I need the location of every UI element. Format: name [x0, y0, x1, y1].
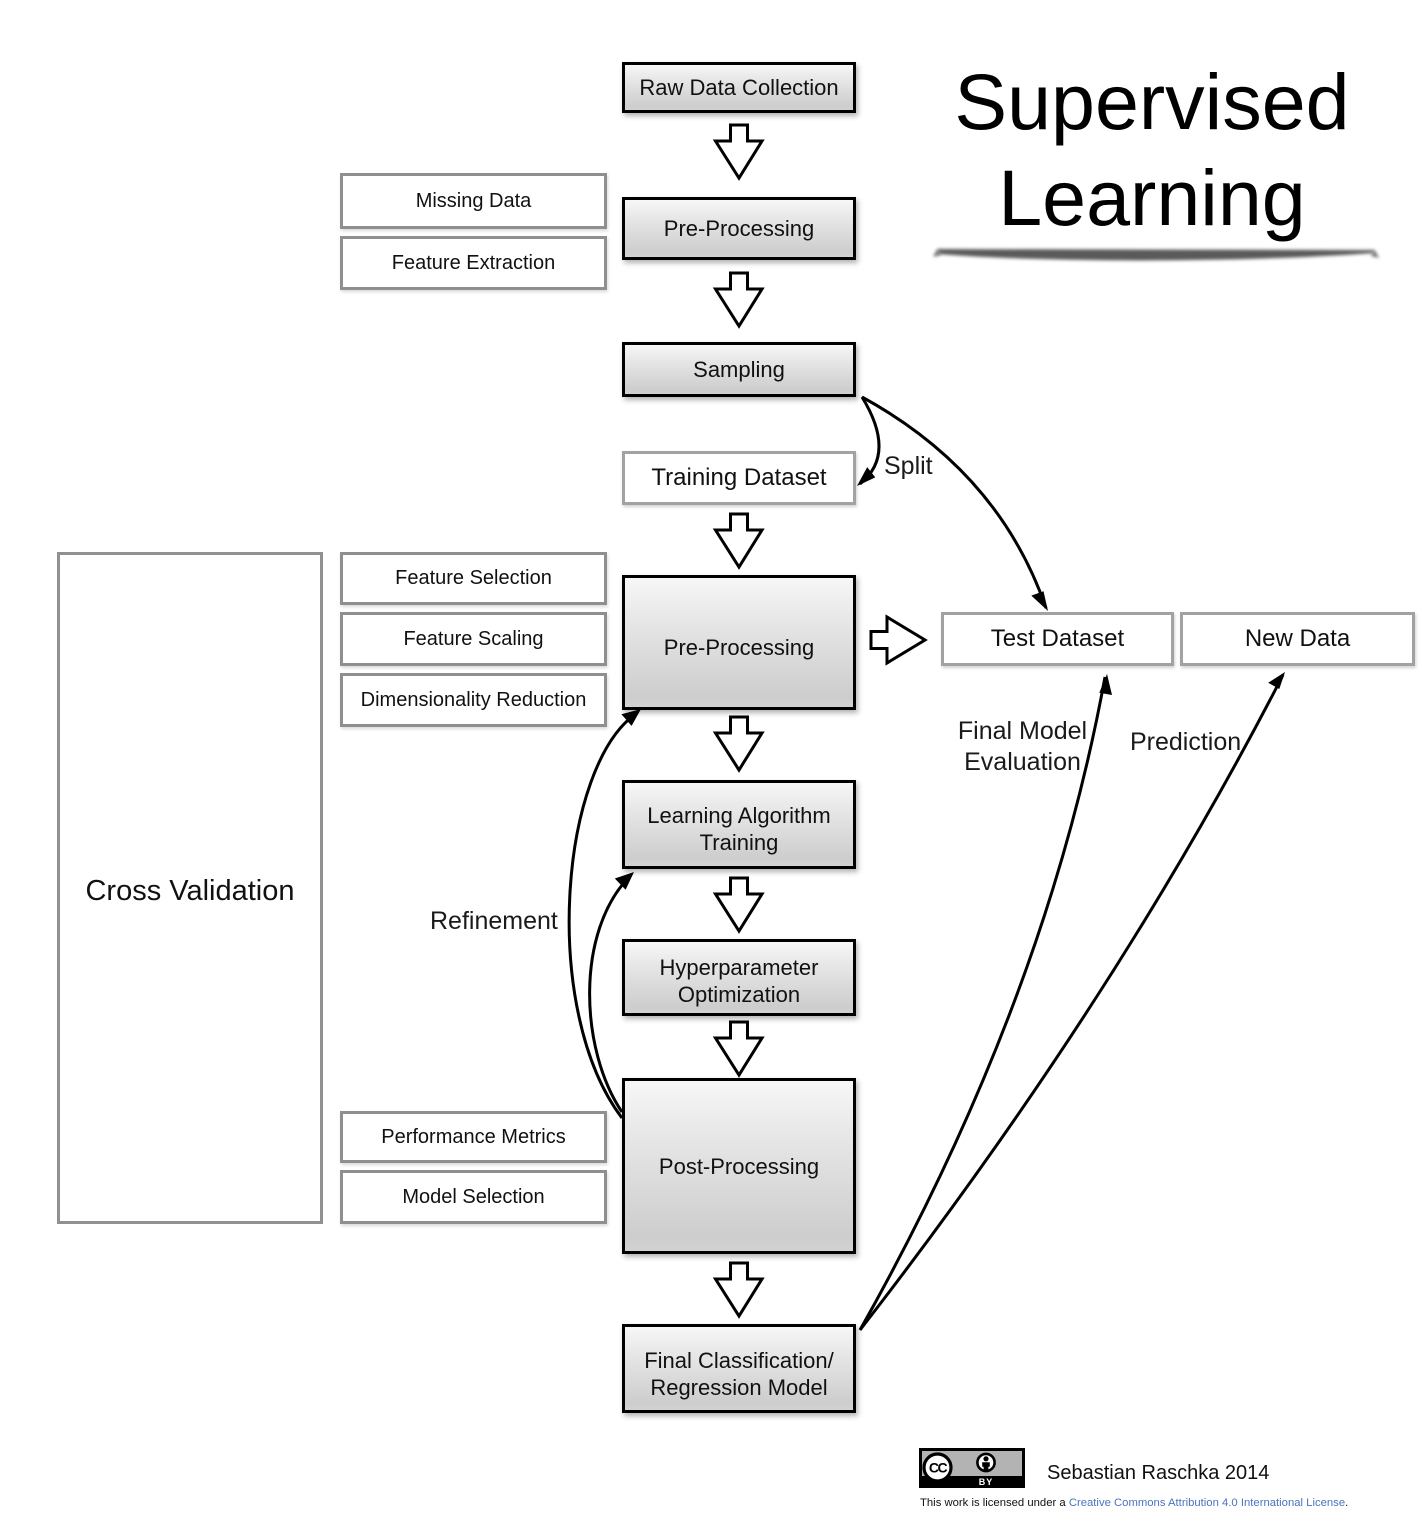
- svg-text:BY: BY: [979, 1477, 994, 1487]
- svg-text:This work is licensed under a: This work is licensed under a Creative C…: [920, 1497, 1348, 1509]
- svg-text:Sebastian Raschka 2014: Sebastian Raschka 2014: [1047, 1462, 1269, 1484]
- svg-text:CC: CC: [929, 1460, 948, 1476]
